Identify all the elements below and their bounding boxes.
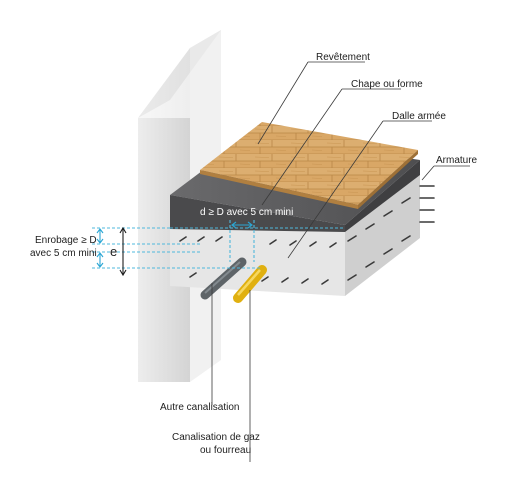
label-e: e xyxy=(110,244,117,259)
reinforced-slab xyxy=(170,175,420,296)
wood-covering xyxy=(200,122,418,209)
label-enrobage-line1: Enrobage ≥ D xyxy=(35,235,97,246)
label-autre-canalisation: Autre canalisation xyxy=(160,402,240,413)
label-dimension: d ≥ D avec 5 cm mini xyxy=(200,207,293,218)
rebar-armature xyxy=(179,185,435,285)
dimension-lines xyxy=(92,220,345,269)
thickness-e-arrow xyxy=(119,226,127,277)
label-enrobage-line2: avec 5 cm mini xyxy=(30,248,97,259)
label-chape: Chape ou forme xyxy=(351,79,423,90)
label-gaz-line2: ou fourreau xyxy=(200,445,251,456)
leader-lines xyxy=(211,61,470,462)
label-revetement: Revêtement xyxy=(316,52,370,63)
label-dalle: Dalle armée xyxy=(392,111,446,122)
gas-pipe xyxy=(233,265,267,303)
other-pipe xyxy=(200,257,247,300)
label-armature: Armature xyxy=(436,155,478,166)
label-gaz-line1: Canalisation de gaz xyxy=(172,432,260,443)
